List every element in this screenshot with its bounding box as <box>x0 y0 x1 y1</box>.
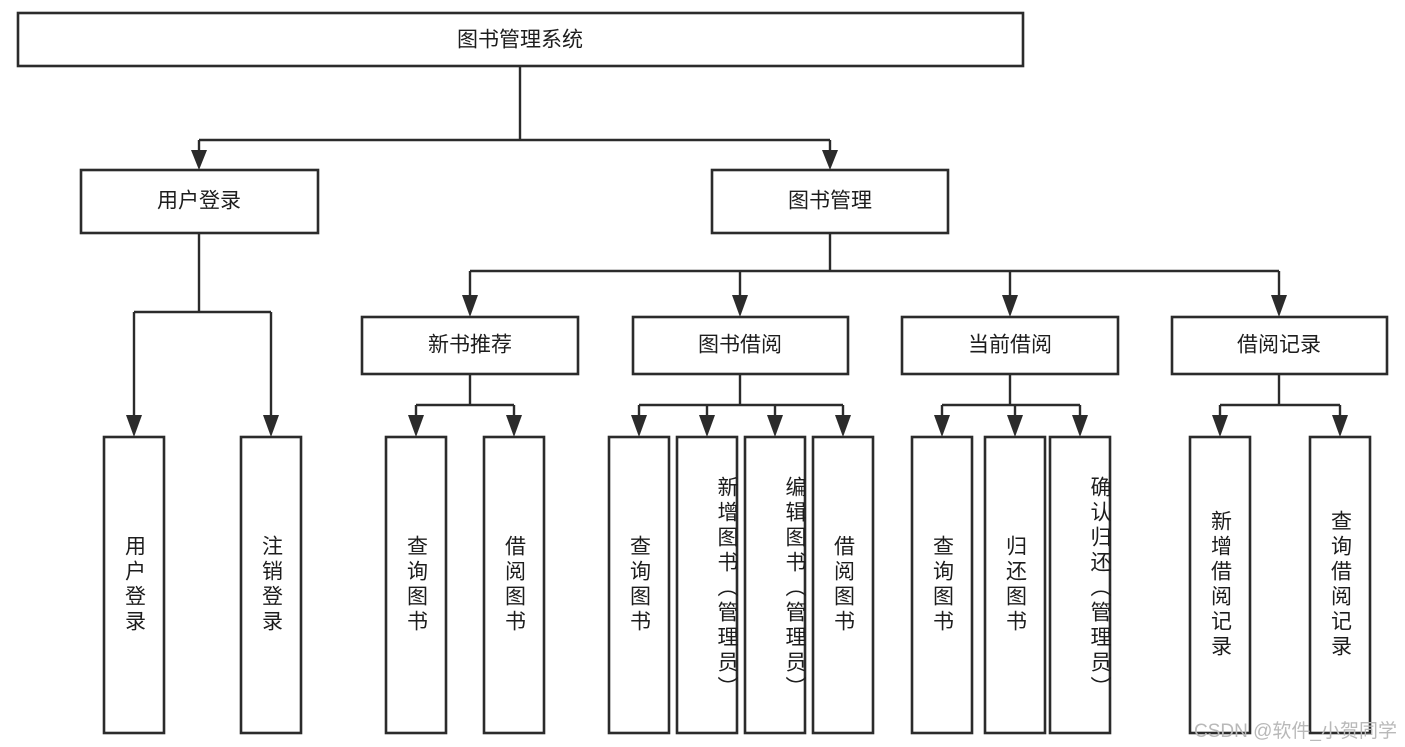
arrow-head-book-borrow <box>732 295 748 317</box>
arrow-head-book-manage <box>822 150 838 170</box>
node-new-book-rec[interactable]: 新书推荐 <box>360 315 580 376</box>
node-borrow-record[interactable]: 借阅记录 <box>1170 315 1389 376</box>
node-borrow-record-label: 借阅记录 <box>1237 334 1321 357</box>
node-edit-book-admin-box[interactable] <box>743 435 807 735</box>
arrow-head-borrow-record <box>1271 295 1287 317</box>
node-user-login-label: 用户登录 <box>157 190 241 213</box>
node-add-book-admin-box[interactable] <box>675 435 739 735</box>
node-add-borrow-record-box[interactable] <box>1188 435 1252 735</box>
node-confirm-return-admin-box[interactable] <box>1048 435 1112 735</box>
arrow-head-add-borrow-record <box>1212 415 1228 437</box>
node-query-borrow-record-box[interactable] <box>1308 435 1372 735</box>
node-query-book-3-box[interactable] <box>910 435 974 735</box>
node-book-manage[interactable]: 图书管理 <box>710 168 950 235</box>
connectors-layer <box>126 66 1348 437</box>
arrow-head-query-borrow-record <box>1332 415 1348 437</box>
node-book-borrow[interactable]: 图书借阅 <box>631 315 850 376</box>
watermark-text: CSDN @软件_小贺同学 <box>1194 721 1397 742</box>
arrow-head-user-logout-leaf <box>263 415 279 437</box>
node-query-book-2-box[interactable] <box>607 435 671 735</box>
arrow-head-add-book-admin <box>699 415 715 437</box>
arrow-head-edit-book-admin <box>767 415 783 437</box>
node-book-manage-box[interactable] <box>710 168 950 235</box>
arrow-head-borrow-book-2 <box>835 415 851 437</box>
node-book-borrow-box[interactable] <box>631 315 850 376</box>
node-query-book-1-box[interactable] <box>384 435 448 735</box>
node-current-borrow-label: 当前借阅 <box>968 334 1052 357</box>
arrow-head-confirm-return <box>1072 415 1088 437</box>
node-user-login[interactable]: 用户登录 <box>79 168 320 235</box>
node-root-label: 图书管理系统 <box>457 29 583 52</box>
arrow-head-query-book-3 <box>934 415 950 437</box>
node-root-box[interactable] <box>16 11 1025 68</box>
arrow-head-new-book-rec <box>462 295 478 317</box>
arrow-head-current-borrow <box>1002 295 1018 317</box>
node-new-book-rec-label: 新书推荐 <box>428 334 512 357</box>
node-book-manage-label: 图书管理 <box>788 190 872 213</box>
arrow-head-return-book <box>1007 415 1023 437</box>
node-book-borrow-label: 图书借阅 <box>698 334 782 357</box>
node-borrow-record-box[interactable] <box>1170 315 1389 376</box>
node-borrow-book-1-box[interactable] <box>482 435 546 735</box>
node-user-logout-leaf-box[interactable] <box>239 435 303 735</box>
node-current-borrow-box[interactable] <box>900 315 1120 376</box>
node-return-book-box[interactable] <box>983 435 1047 735</box>
node-user-login-box[interactable] <box>79 168 320 235</box>
arrow-head-borrow-book-1 <box>506 415 522 437</box>
node-current-borrow[interactable]: 当前借阅 <box>900 315 1120 376</box>
node-borrow-book-2-box[interactable] <box>811 435 875 735</box>
node-new-book-rec-box[interactable] <box>360 315 580 376</box>
arrow-head-user-login <box>191 150 207 170</box>
arrow-head-user-login-leaf <box>126 415 142 437</box>
node-user-login-leaf-box[interactable] <box>102 435 166 735</box>
node-root[interactable]: 图书管理系统 <box>16 11 1025 68</box>
nodes-layer: 图书管理系统 用户登录 图书管理 新书推荐 图书借阅 当前 <box>16 11 1389 735</box>
arrow-head-query-book-2 <box>631 415 647 437</box>
arrow-head-query-book-1 <box>408 415 424 437</box>
